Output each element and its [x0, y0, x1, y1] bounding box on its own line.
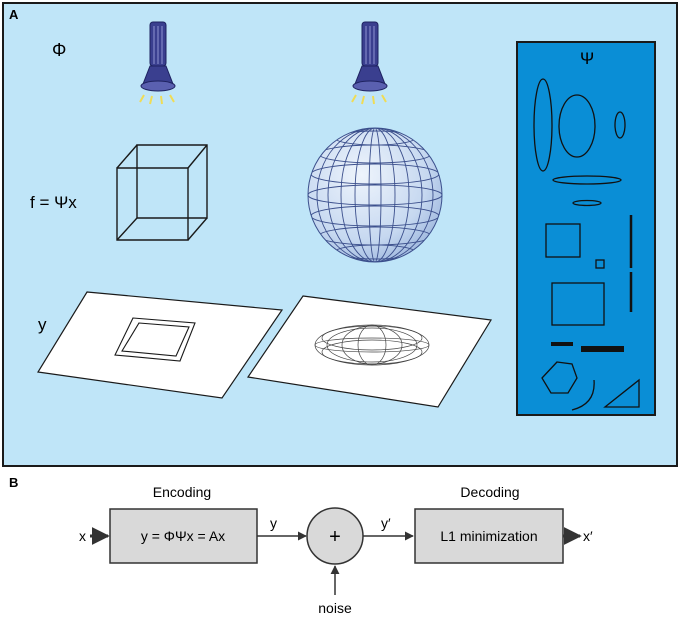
dictionary-large-ellipse: [558, 94, 596, 158]
dictionary-square-medium: [545, 223, 581, 258]
noise-label: noise: [318, 600, 352, 616]
sphere-wireframe: [307, 127, 443, 263]
dictionary-hexagon: [541, 361, 578, 394]
panel-b: B Encoding Decoding x y = ΦΨx = Ax y + n…: [9, 475, 593, 616]
dictionary-tiny-ellipse: [572, 199, 602, 207]
decoder-box: [414, 508, 564, 564]
projection-plane-sphere: [246, 295, 492, 408]
sum-symbol: +: [329, 526, 341, 548]
encoder-equation: y = ΦΨx = Ax: [141, 528, 225, 544]
dictionary-flat-ellipse: [552, 175, 622, 185]
dictionary-arc: [571, 379, 595, 411]
dictionary-square-large: [551, 282, 605, 326]
input-x-label: x: [79, 528, 86, 544]
dictionary-bar-small: [551, 342, 573, 346]
dictionary-square-tiny: [595, 259, 605, 269]
y-signal-label: y: [270, 515, 277, 531]
decoding-title: Decoding: [460, 484, 519, 500]
decoder-label: L1 minimization: [440, 528, 537, 544]
flashlight-icon: [139, 21, 176, 105]
encoding-title: Encoding: [153, 484, 211, 500]
dictionary-bar-large: [581, 346, 624, 352]
output-x-prime-label: x′: [583, 528, 593, 544]
dictionary-triangle: [603, 378, 640, 408]
panel-a-label: A: [9, 7, 19, 22]
panel-b-label: B: [9, 475, 18, 490]
dictionary-small-ellipse: [614, 111, 626, 139]
dictionary-box: Ψ: [516, 41, 656, 416]
y-label: y: [38, 315, 47, 334]
flashlight-icon: [351, 21, 388, 105]
cube-wireframe: [116, 144, 208, 241]
phi-symbol: Φ: [52, 40, 66, 60]
panel-a: A Φ f = Ψx: [2, 2, 678, 467]
dictionary-tall-ellipse: [533, 78, 553, 172]
projection-plane-cube: [37, 291, 284, 399]
psi-symbol: Ψ: [580, 49, 594, 68]
y-prime-label: y′: [381, 515, 391, 531]
f-equation: f = Ψx: [30, 193, 77, 212]
